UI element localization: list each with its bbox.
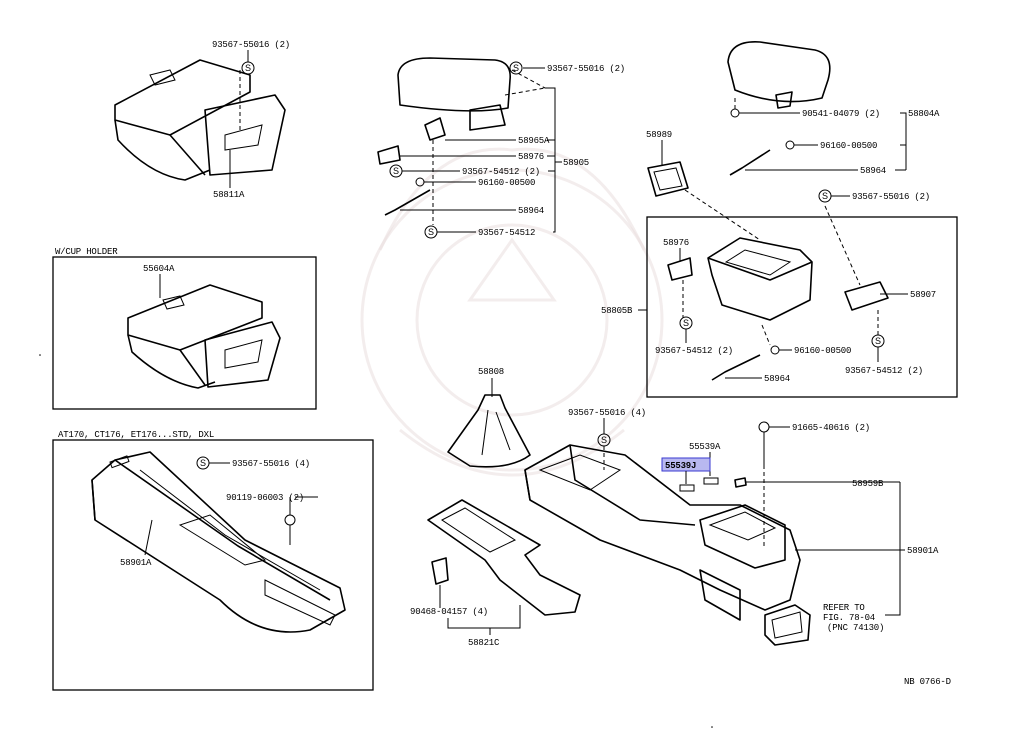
group-cup-holder-box bbox=[52, 256, 317, 410]
callout-label: 93567-55016 (2) bbox=[212, 40, 290, 50]
callout-label: 93567-55016 (2) bbox=[852, 192, 930, 202]
callout-label: 90468-04157 (4) bbox=[410, 607, 488, 617]
svg-text:S: S bbox=[393, 166, 399, 176]
part-58808-drawing bbox=[447, 394, 531, 468]
callout-label: 90119-06003 (2) bbox=[226, 493, 304, 503]
part-58901a-left-drawing bbox=[91, 451, 346, 633]
clip-icon bbox=[770, 345, 780, 355]
svg-text:S: S bbox=[683, 318, 689, 328]
callout-label: 58907 bbox=[910, 290, 936, 300]
callout-label: 58821C bbox=[468, 638, 500, 648]
callout-label: 58811A bbox=[213, 190, 245, 200]
callout-label: 96160-00500 bbox=[794, 346, 851, 356]
callout-label: 58804A bbox=[908, 109, 940, 119]
bolt-icon bbox=[284, 514, 296, 545]
callout-label: 91665-40616 (2) bbox=[792, 423, 870, 433]
callout-label: 58965A bbox=[518, 136, 550, 146]
callout-label: 93567-55016 (4) bbox=[568, 408, 646, 418]
callout-label: 58976 bbox=[518, 152, 544, 162]
callout-label: 58959B bbox=[852, 479, 884, 489]
callout-label: 90541-04079 (2) bbox=[802, 109, 880, 119]
group-58805b-box bbox=[646, 216, 958, 398]
section-title: W/CUP HOLDER bbox=[55, 247, 118, 257]
callout-label: 93567-54512 (2) bbox=[845, 366, 923, 376]
callout-label: 58808 bbox=[478, 367, 504, 377]
callout-label: 58901A bbox=[907, 546, 939, 556]
screw-icon: S bbox=[241, 61, 255, 75]
part-55604a-drawing bbox=[127, 284, 281, 389]
group-std-dxl-box bbox=[52, 439, 374, 691]
svg-text:S: S bbox=[428, 227, 434, 237]
svg-text:S: S bbox=[200, 458, 206, 468]
callout-label: 93567-55016 (2) bbox=[547, 64, 625, 74]
svg-text:S: S bbox=[245, 63, 251, 73]
callout-label: 58964 bbox=[518, 206, 544, 216]
highlighted-part-label[interactable]: 55539J bbox=[665, 461, 696, 471]
svg-text:S: S bbox=[601, 435, 607, 445]
callout-label: 93567-55016 (4) bbox=[232, 459, 310, 469]
callout-label: 96160-00500 bbox=[820, 141, 877, 151]
callout-label: REFER TO bbox=[823, 603, 865, 613]
callout-label: 58805B bbox=[601, 306, 633, 316]
section-title: AT170, CT176, ET176...STD, DXL bbox=[58, 430, 214, 440]
part-58811a-drawing bbox=[114, 59, 286, 188]
callout-label: 93567-54512 bbox=[478, 228, 535, 238]
callout-label: 58989 bbox=[646, 130, 672, 140]
svg-text:S: S bbox=[513, 63, 519, 73]
callout-label: (PNC 74130) bbox=[827, 623, 884, 633]
clip-icon bbox=[785, 140, 795, 150]
part-58804a-drawing bbox=[727, 41, 831, 176]
callout-label: 93567-54512 (2) bbox=[655, 346, 733, 356]
svg-text:S: S bbox=[822, 191, 828, 201]
bolt-icon bbox=[758, 421, 770, 548]
callout-label: 93567-54512 (2) bbox=[462, 167, 540, 177]
screw-icon bbox=[509, 61, 523, 75]
callout-label: 58964 bbox=[860, 166, 886, 176]
clip-pair-icon bbox=[679, 477, 719, 492]
callout-label: 58901A bbox=[120, 558, 152, 568]
callout-label: 58964 bbox=[764, 374, 790, 384]
callout-label: 96160-00500 bbox=[478, 178, 535, 188]
part-58821c-drawing bbox=[427, 499, 581, 616]
part-58989-drawing bbox=[647, 161, 761, 241]
callout-label: 58976 bbox=[663, 238, 689, 248]
part-58901a-right-drawing bbox=[524, 444, 811, 646]
callout-label: 55539A bbox=[689, 442, 721, 452]
callout-label: 55604A bbox=[143, 264, 175, 274]
part-58905-drawing bbox=[377, 57, 546, 225]
figure-code: NB 0766-D bbox=[904, 677, 951, 687]
callout-label: 58905 bbox=[563, 158, 589, 168]
callout-label: FIG. 78-04 bbox=[823, 613, 875, 623]
svg-text:S: S bbox=[875, 336, 881, 346]
part-58805b-drawing bbox=[667, 205, 889, 381]
